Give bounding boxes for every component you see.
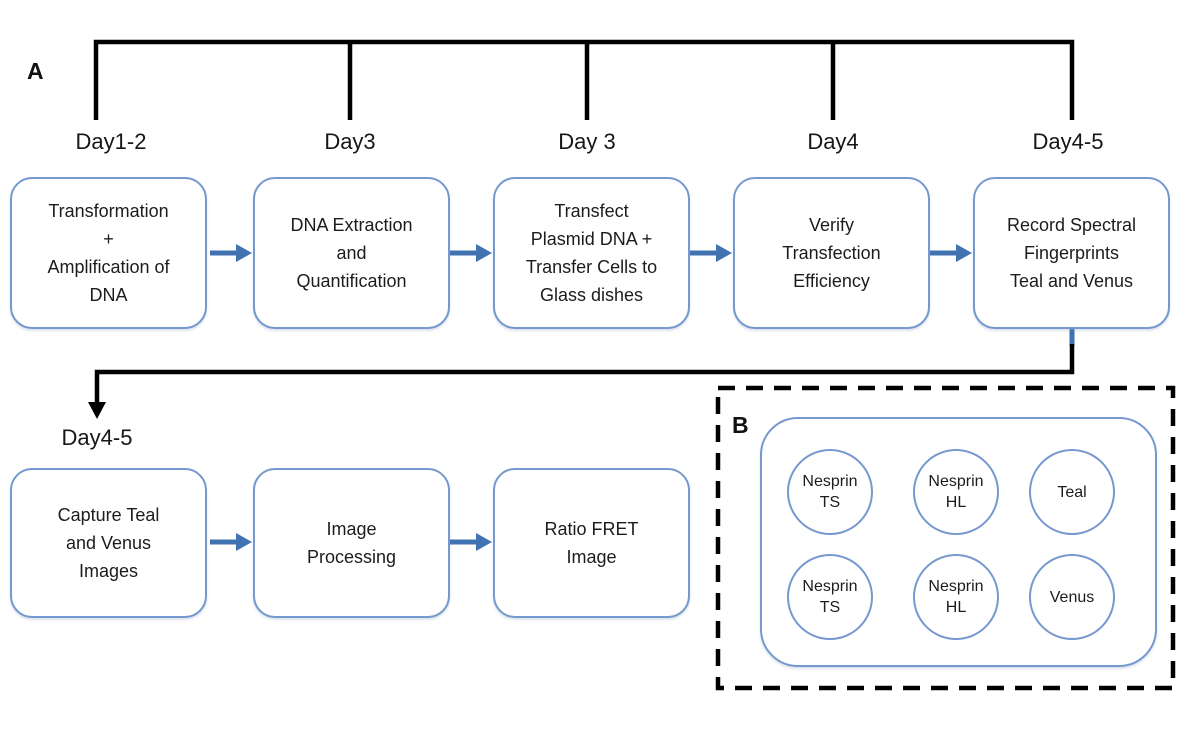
step-box-transformation: Transformation + Amplification of DNA <box>10 177 207 329</box>
step-text: Capture Teal and Venus Images <box>57 505 160 581</box>
day-label-3: Day 3 <box>558 129 616 154</box>
step-text: Record Spectral Fingerprints Teal and Ve… <box>1006 215 1137 291</box>
panel-b-label: B <box>732 412 749 438</box>
dish-circle-teal: Teal <box>1029 449 1115 535</box>
arrow-right-icon <box>690 244 732 262</box>
dish-circle-venus: Venus <box>1029 554 1115 640</box>
day-label-5: Day4-5 <box>1032 129 1104 154</box>
circle-label: Teal <box>1057 483 1087 501</box>
dish-circle-nesprin-hl: Nesprin HL <box>913 449 999 535</box>
step-box-transfect: Transfect Plasmid DNA + Transfer Cells t… <box>493 177 690 329</box>
arrow-right-icon <box>930 244 972 262</box>
circle-label: Nesprin HL <box>928 473 984 511</box>
step-text: Transfect Plasmid DNA + Transfer Cells t… <box>525 201 658 305</box>
day-label-1: Day1-2 <box>75 129 147 154</box>
step-box-image-processing: Image Processing <box>253 468 450 618</box>
day-label-4: Day4 <box>807 129 859 154</box>
arrow-right-icon <box>210 533 252 551</box>
elbow-connector <box>94 344 1075 404</box>
arrow-down-icon <box>88 402 106 419</box>
circle-label: Nesprin TS <box>802 578 858 616</box>
step-text: Transformation + Amplification of DNA <box>47 201 170 305</box>
arrow-right-icon <box>210 244 252 262</box>
step-box-dna-extraction: DNA Extraction and Quantification <box>253 177 450 329</box>
step-text: Verify Transfection Efficiency <box>782 215 881 291</box>
dish-circle-nesprin-ts-2: Nesprin TS <box>787 554 873 640</box>
circle-label: Nesprin HL <box>928 578 984 616</box>
day-label-2: Day3 <box>324 129 376 154</box>
step-box-record-spectral: Record Spectral Fingerprints Teal and Ve… <box>973 177 1170 329</box>
step-box-capture-images: Capture Teal and Venus Images <box>10 468 207 618</box>
panel-b-border <box>715 385 1176 691</box>
panel-a-label: A <box>27 58 44 84</box>
circle-label: Venus <box>1049 588 1095 606</box>
step-text: DNA Extraction and Quantification <box>290 215 413 291</box>
circle-label: Nesprin TS <box>802 473 858 511</box>
step-box-ratio-fret: Ratio FRET Image <box>493 468 690 618</box>
dish-circle-nesprin-ts: Nesprin TS <box>787 449 873 535</box>
step-text: Ratio FRET Image <box>544 519 639 567</box>
dish-circle-nesprin-hl-2: Nesprin HL <box>913 554 999 640</box>
arrow-right-icon <box>450 533 492 551</box>
step-text: Image Processing <box>306 519 397 567</box>
arrow-right-icon <box>450 244 492 262</box>
day-label-row2: Day4-5 <box>61 425 133 450</box>
step-box-verify-transfection: Verify Transfection Efficiency <box>733 177 930 329</box>
timeline-bracket <box>93 39 1075 120</box>
